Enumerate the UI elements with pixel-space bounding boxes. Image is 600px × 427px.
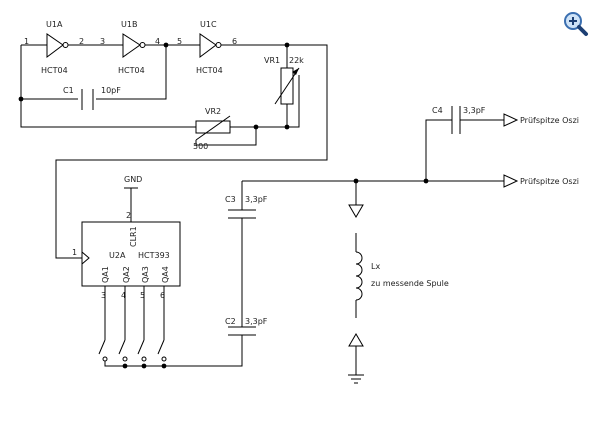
- gnd-label: GND: [124, 175, 142, 184]
- switch-contact: [102, 356, 108, 362]
- wire-c1: [21, 45, 167, 100]
- zoom-icon-graphic: [564, 12, 588, 36]
- wire-switch-bus: [104, 338, 243, 367]
- vr1-value: 22k: [289, 56, 304, 65]
- junction-dot: [141, 363, 147, 369]
- magnifier-plus-icon[interactable]: [563, 11, 589, 37]
- pin-1-label: 1: [24, 37, 29, 46]
- switch-contact: [161, 356, 167, 362]
- u1b-ref: U1B: [121, 20, 137, 29]
- out-pin-6: 6: [160, 291, 165, 300]
- vr1-arrowhead: [292, 68, 299, 75]
- junction-dot: [18, 96, 24, 102]
- u1c-type: HCT04: [196, 66, 223, 75]
- vr2-value: 500: [193, 142, 208, 151]
- u1b-type: HCT04: [118, 66, 145, 75]
- inverter-u1c: [199, 33, 217, 58]
- clr-label: CLR1: [129, 226, 138, 247]
- junction-dot: [163, 42, 169, 48]
- qa3-label: QA3: [141, 266, 150, 283]
- probe-connector-icon: [503, 113, 519, 127]
- inverter-u1a: [46, 33, 64, 58]
- u2a-type: HCT393: [138, 251, 170, 260]
- connector-down-icon: [348, 204, 364, 218]
- vr2-arrow: [195, 115, 231, 141]
- switch-contact: [141, 356, 147, 362]
- junction-dot: [122, 363, 128, 369]
- pin-5-label: 5: [177, 37, 182, 46]
- out-pin-5: 5: [140, 291, 145, 300]
- out-pin-4: 4: [121, 291, 126, 300]
- c2-value: 3,3pF: [245, 317, 268, 326]
- probe-label-1: Prüfspitze Oszi: [520, 116, 579, 125]
- qa2-label: QA2: [122, 266, 131, 283]
- clr-pin-label: 2: [126, 211, 131, 220]
- wire-vr2-wiper: [195, 127, 257, 146]
- pin-3-label: 3: [100, 37, 105, 46]
- inductor-lx-coil: [355, 251, 363, 301]
- wire-c4: [425, 119, 504, 181]
- lx-desc: zu messende Spule: [371, 279, 449, 288]
- c2-ref: C2: [225, 317, 236, 326]
- wire-left-feedback: [20, 45, 196, 128]
- switch-leads: [104, 286, 165, 340]
- c4-ref: C4: [432, 106, 443, 115]
- vr2-ref: VR2: [205, 107, 221, 116]
- switch-contact: [122, 356, 128, 362]
- probe-connector-icon: [503, 174, 519, 188]
- connector-up-icon: [348, 333, 364, 347]
- junction-dot: [284, 42, 290, 48]
- ground-icon: [348, 374, 364, 384]
- qa1-label: QA1: [101, 266, 110, 283]
- junction-dot: [284, 124, 290, 130]
- u2a-ref: U2A: [109, 251, 126, 260]
- clk-pin-label: 1: [72, 248, 77, 257]
- c3-value: 3,3pF: [245, 195, 268, 204]
- pin-2-label: 2: [79, 37, 84, 46]
- c3-ref: C3: [225, 195, 236, 204]
- probe-label-2: Prüfspitze Oszi: [520, 177, 579, 186]
- inverter-u1b: [122, 33, 141, 58]
- u1a-type: HCT04: [41, 66, 68, 75]
- vr1-ref: VR1: [264, 56, 280, 65]
- clock-input-symbol: [81, 251, 90, 265]
- pin-6-label: 6: [232, 37, 237, 46]
- c1-ref: C1: [63, 86, 74, 95]
- switch-blades: [98, 339, 165, 355]
- u1a-ref: U1A: [46, 20, 63, 29]
- pin-4-label: 4: [155, 37, 160, 46]
- qa4-label: QA4: [161, 266, 170, 283]
- junction-dot: [161, 363, 167, 369]
- c1-value: 10pF: [101, 86, 121, 95]
- vr2-resistor: [195, 120, 231, 134]
- u1c-ref: U1C: [200, 20, 217, 29]
- lx-ref: Lx: [371, 262, 380, 271]
- out-pin-3: 3: [101, 291, 106, 300]
- wire-oscillator-loop: [21, 44, 328, 259]
- switch-bank: [98, 286, 243, 369]
- c4-value: 3,3pF: [463, 106, 486, 115]
